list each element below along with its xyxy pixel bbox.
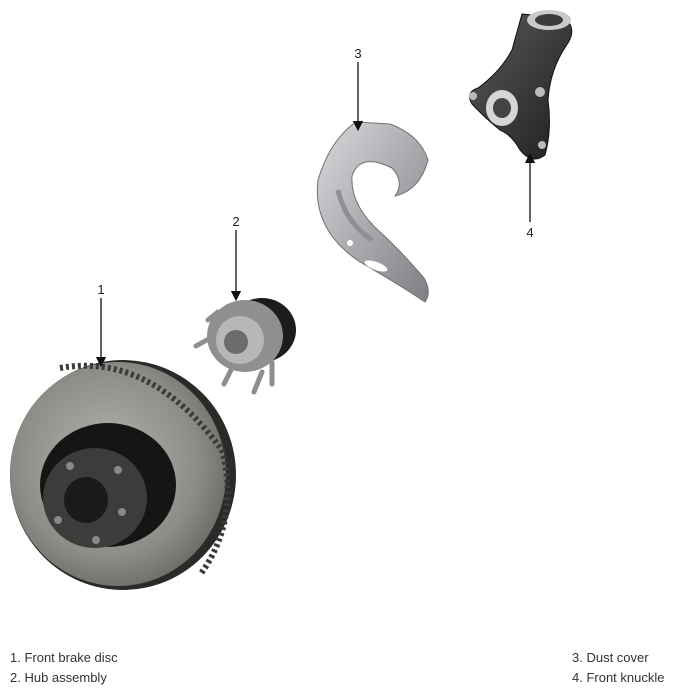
front-knuckle: [469, 10, 573, 160]
exploded-parts-diagram: 1 2 3 4: [10, 10, 573, 590]
front-brake-disc: [10, 360, 236, 590]
callout-number-3: 3: [354, 46, 361, 61]
hub-assembly: [193, 298, 296, 395]
legend-item-hub-assembly: 2. Hub assembly: [10, 670, 107, 685]
dust-cover: [316, 121, 429, 303]
legend-item-dust-cover: 3. Dust cover: [572, 650, 649, 665]
callout-number-1: 1: [97, 282, 104, 297]
callout-number-2: 2: [232, 214, 239, 229]
legend-item-front-knuckle: 4. Front knuckle: [572, 670, 665, 685]
legend-item-front-brake-disc: 1. Front brake disc: [10, 650, 118, 665]
callout-number-4: 4: [526, 225, 533, 240]
legend-left: 1. Front brake disc 2. Hub assembly: [10, 648, 118, 688]
legend-right: 3. Dust cover 4. Front knuckle: [572, 648, 665, 688]
